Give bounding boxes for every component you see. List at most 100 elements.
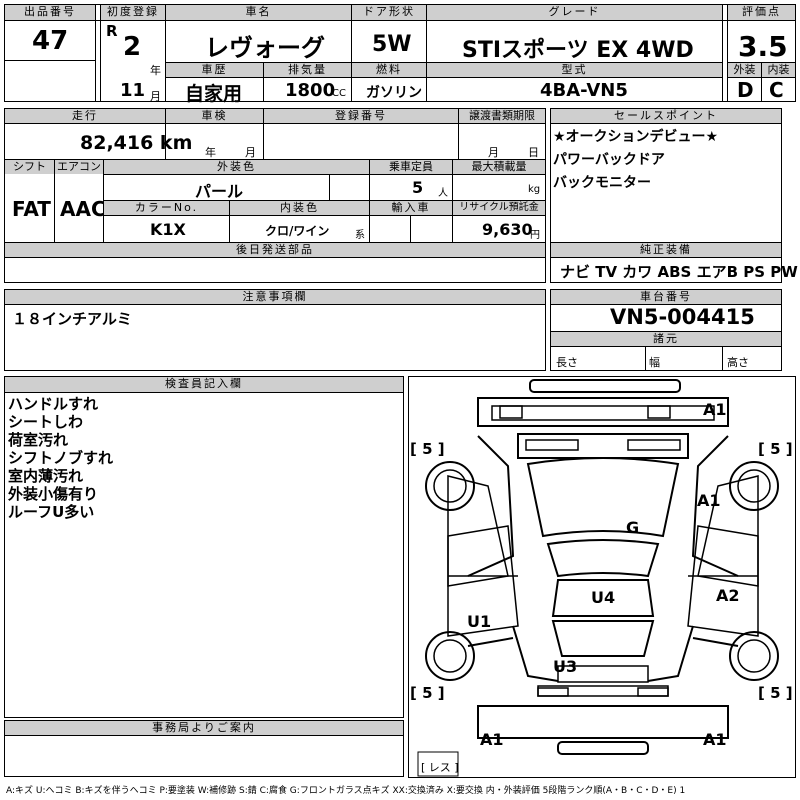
damage-u3: U3 — [553, 657, 578, 676]
exterior-color: パール — [195, 182, 244, 201]
transfer-day: 日 — [528, 146, 539, 159]
displacement: 1800 — [285, 80, 336, 101]
colorno-label: カラーNo. — [104, 201, 229, 215]
reg-label: 初度登録 — [101, 5, 165, 20]
sales-line-1: ★オークションデビュー★ — [553, 129, 719, 145]
door-label: ドア形状 — [352, 5, 426, 20]
mileage-label: 走行 — [5, 109, 165, 123]
dim-length: 長さ — [556, 356, 578, 369]
tire-fr-label: [ 5 ] — [758, 440, 793, 458]
load-label: 最大積載量 — [453, 160, 545, 174]
shift: FAT — [12, 197, 51, 221]
model-label: 型式 — [427, 63, 722, 77]
shift-label: シフト — [5, 160, 54, 174]
damage-a2: A2 — [716, 586, 740, 605]
spare-tire-label: [ レス ] — [421, 761, 459, 774]
dim-width: 幅 — [649, 356, 660, 369]
capacity-unit: 人 — [438, 188, 448, 199]
color-label: 外装色 — [104, 160, 369, 174]
car-name-label: 車名 — [166, 5, 351, 20]
interior-unit: 系 — [355, 230, 365, 241]
ext-score: D — [737, 78, 754, 102]
dims-label: 諸元 — [551, 332, 781, 346]
reg-year: 2 — [123, 32, 142, 62]
car-name: レヴォーグ — [205, 34, 325, 62]
sales-point-label: セールスポイント — [551, 109, 781, 123]
reg-month: 11 — [120, 80, 146, 101]
mileage: 82,416 km — [80, 132, 193, 154]
inspector-box — [4, 376, 404, 718]
equipment-label: 純正装備 — [551, 243, 781, 257]
inspector-line-2: シートしわ — [8, 413, 84, 431]
inspection-label: 車検 — [166, 109, 263, 123]
grade-label: グレード — [427, 5, 722, 20]
interior-label: 内装色 — [230, 201, 369, 215]
damage-a1-front: A1 — [703, 400, 727, 419]
year-unit: 年 — [150, 64, 161, 77]
int-score: C — [769, 78, 784, 102]
reg-era: R — [106, 22, 118, 40]
notes-label: 注意事項欄 — [5, 290, 545, 304]
door-type: 5W — [372, 32, 412, 57]
interior-color: クロ/ワイン — [265, 224, 330, 238]
recycle-fee: 9,630 — [482, 220, 533, 239]
inspector-line-7: ルーフU多い — [8, 503, 95, 521]
load-unit: kg — [528, 184, 541, 195]
inspector-line-4: シフトノブすれ — [8, 449, 114, 467]
damage-u1: U1 — [467, 612, 492, 631]
insp-month: 月 — [245, 146, 256, 159]
model-code: 4BA-VN5 — [540, 80, 628, 101]
sales-line-2: パワーバックドア — [553, 152, 665, 168]
inspector-line-5: 室内薄汚れ — [8, 467, 84, 485]
import-label: 輸入車 — [370, 201, 452, 215]
legend: A:キズ U:ヘコミ B:キズを伴うヘコミ P:要塗装 W:補修跡 S:錆 C:… — [6, 786, 686, 796]
tire-fl-label: [ 5 ] — [410, 440, 445, 458]
ac-label: エアコン — [55, 160, 103, 174]
sales-line-3: バックモニター — [553, 175, 651, 191]
inspector-line-3: 荷室汚れ — [8, 431, 69, 449]
later-parts-label: 後日発送部品 — [5, 243, 545, 257]
int-label: 内装 — [762, 63, 795, 77]
fuel-label: 燃料 — [352, 63, 426, 77]
lot-label: 出品番号 — [5, 5, 95, 20]
inspector-label: 検査員記入欄 — [5, 377, 403, 392]
notes-text: １８インチアルミ — [12, 310, 132, 328]
history-label: 車歴 — [166, 63, 263, 77]
cc-unit: CC — [332, 88, 346, 99]
car-diagram — [417, 379, 779, 777]
chassis-label: 車台番号 — [551, 290, 781, 304]
score-label: 評価点 — [728, 5, 795, 20]
cc-label: 排気量 — [264, 63, 351, 77]
dim-height: 高さ — [727, 356, 749, 369]
month-unit: 月 — [150, 90, 161, 103]
tire-rr-label: [ 5 ] — [758, 684, 793, 702]
regno-label: 登録番号 — [264, 109, 458, 123]
office-label: 事務局よりご案内 — [5, 721, 403, 735]
transfer-month: 月 — [488, 146, 499, 159]
equipment: ナビ TV カワ ABS エアB PS PW — [560, 263, 798, 281]
damage-a1-rr: A1 — [703, 730, 727, 749]
color-number: K1X — [150, 220, 186, 239]
tire-rl-label: [ 5 ] — [410, 684, 445, 702]
damage-u4: U4 — [591, 588, 616, 607]
grade: STIスポーツ EX 4WD — [462, 38, 694, 63]
transfer-label: 譲渡書類期限 — [459, 109, 545, 123]
capacity: 5 — [412, 178, 424, 197]
damage-g: G — [626, 518, 640, 537]
ext-label: 外装 — [728, 63, 761, 77]
car-diagram-box — [408, 376, 796, 778]
inspector-line-1: ハンドルすれ — [8, 395, 99, 413]
damage-a1-fender: A1 — [697, 491, 721, 510]
history: 自家用 — [185, 83, 243, 105]
fuel: ガソリン — [366, 85, 422, 101]
aircon: AAC — [60, 197, 106, 221]
chassis-number: VN5-004415 — [610, 305, 755, 329]
inspector-line-6: 外装小傷有り — [8, 485, 99, 503]
lot-number: 47 — [32, 26, 69, 56]
recycle-unit: 円 — [530, 230, 540, 241]
capacity-label: 乗車定員 — [370, 160, 452, 174]
recycle-label: リサイクル預託金 — [453, 201, 545, 215]
score: 3.5 — [738, 30, 788, 63]
insp-year: 年 — [205, 146, 216, 159]
damage-a1-rl: A1 — [480, 730, 504, 749]
